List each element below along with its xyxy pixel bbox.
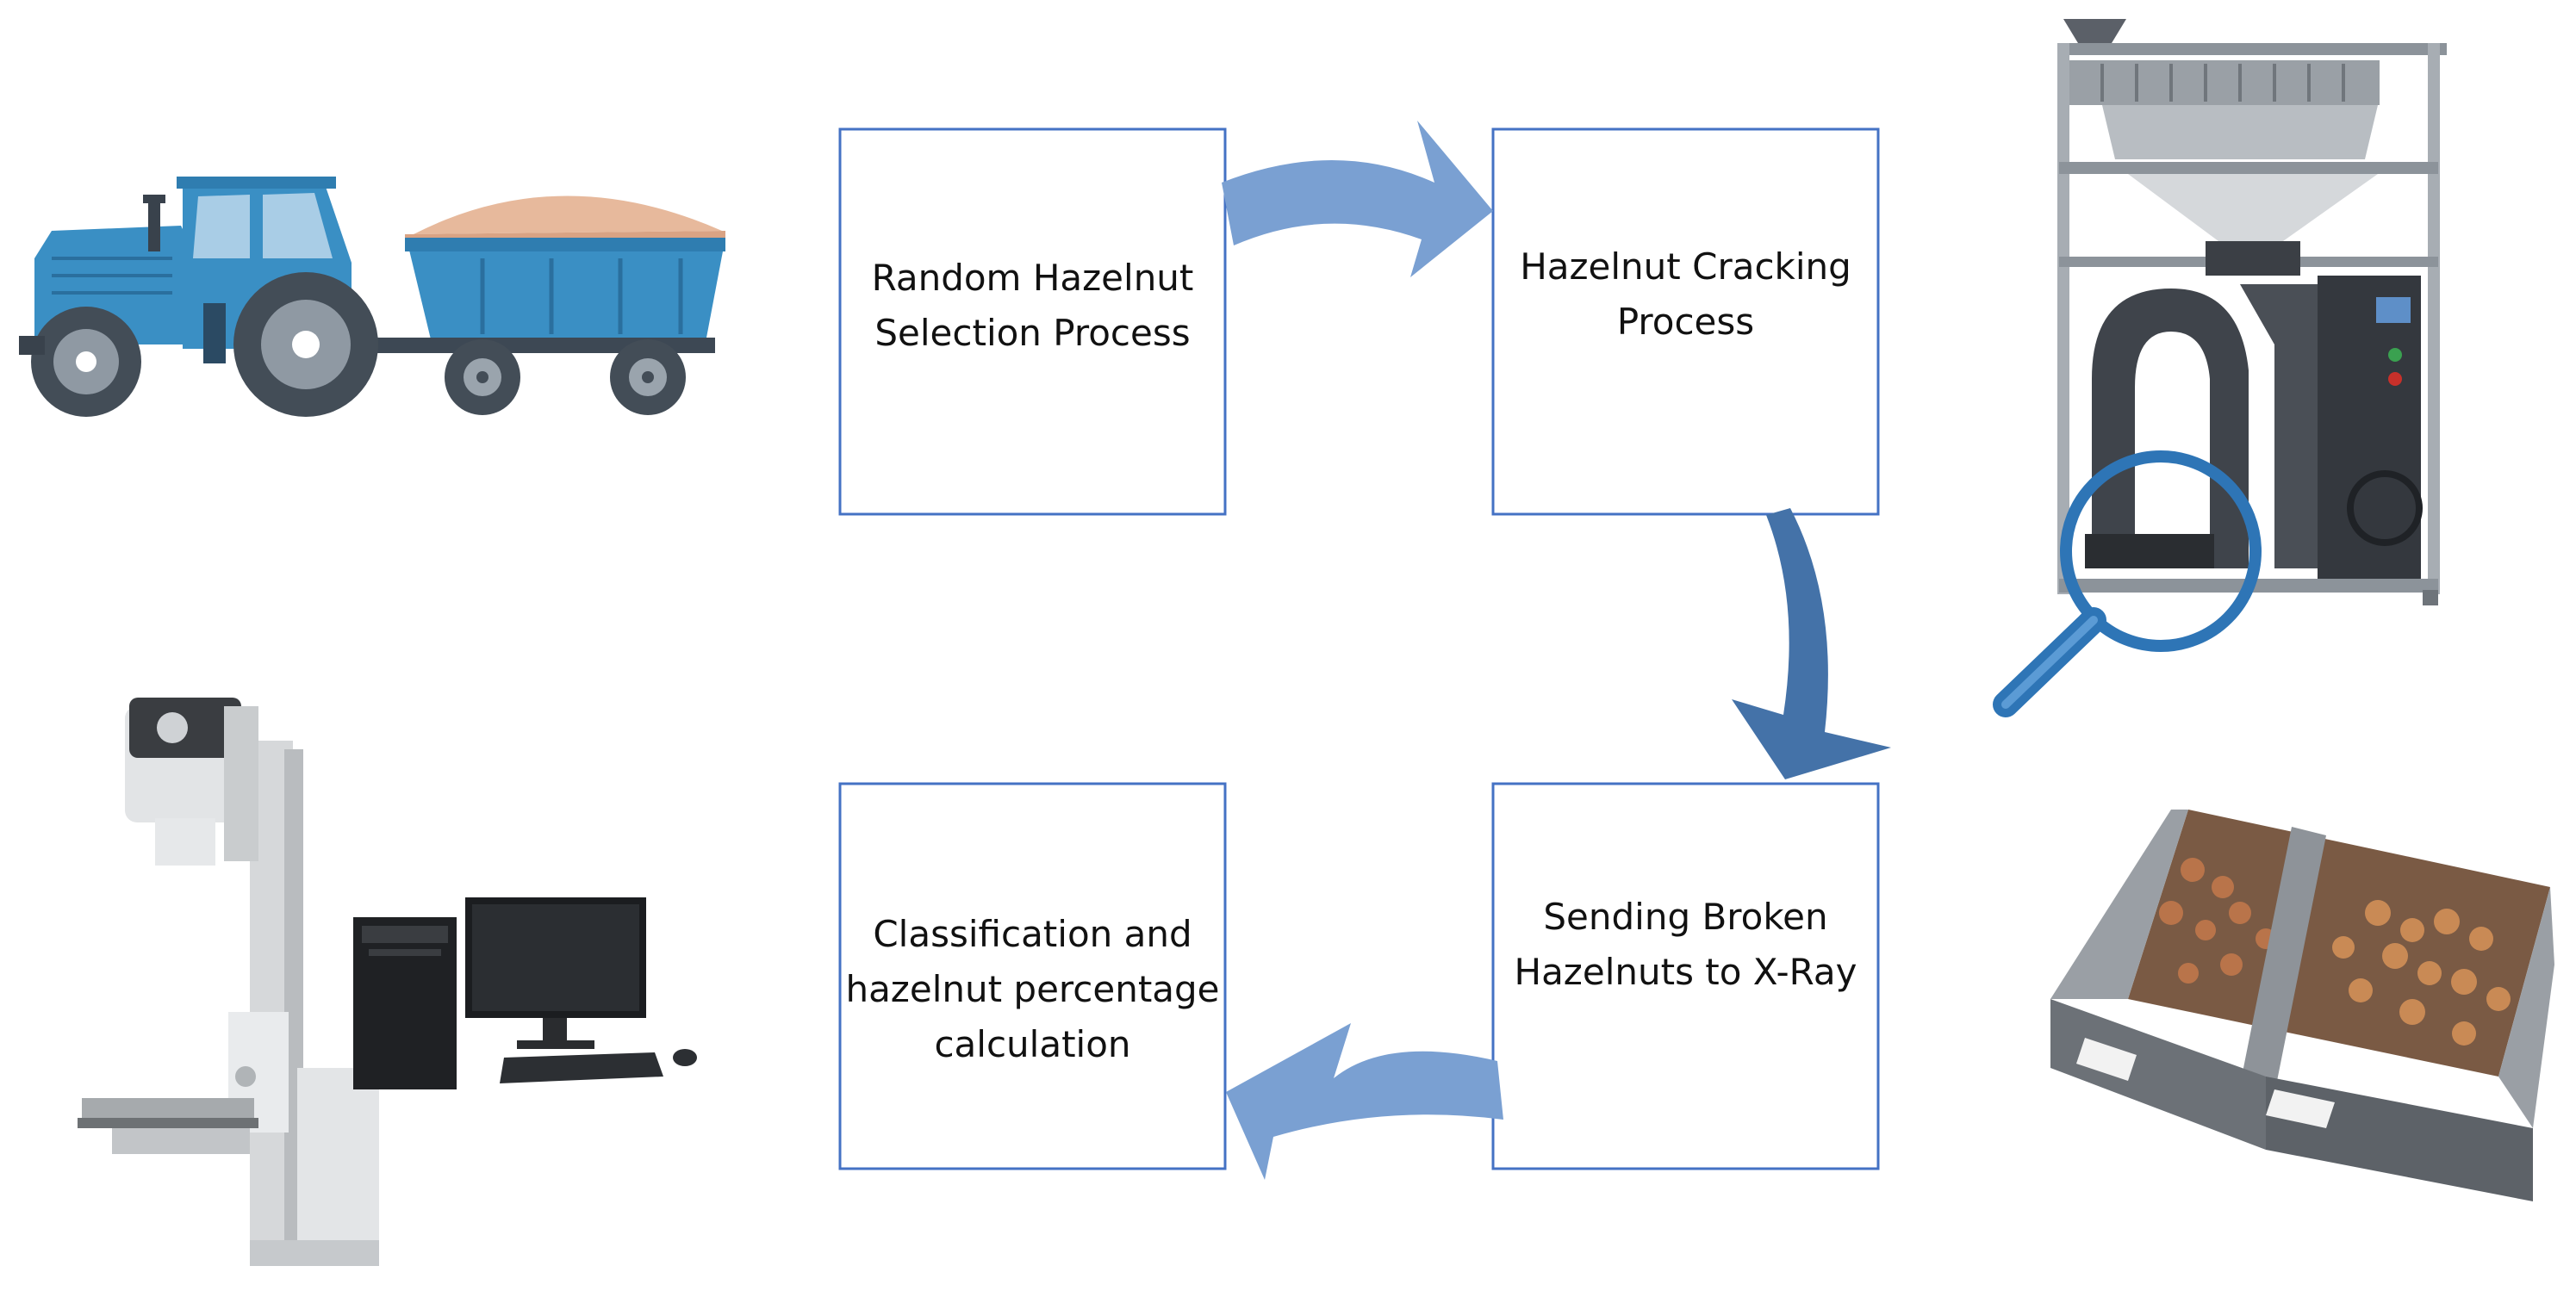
hazelnut-cracking-machine xyxy=(2057,19,2447,605)
step-box-cracking xyxy=(1491,127,1880,516)
arrow-cracking-to-xray xyxy=(1732,508,1891,779)
hazelnut-sorting-tray xyxy=(2050,810,2554,1201)
arrow-xray-to-classification xyxy=(1226,1023,1503,1180)
step-label-xray: Sending Broken Hazelnuts to X-Ray xyxy=(1514,896,1857,993)
step-box-classification xyxy=(838,782,1227,1170)
tractor-with-trailer xyxy=(19,177,725,417)
step-box-selection xyxy=(838,127,1227,516)
step-label-cracking: Hazelnut Cracking Process xyxy=(1520,245,1851,343)
step-label-classification: Classification and hazelnut percentage c… xyxy=(845,913,1220,1065)
arrow-selection-to-cracking xyxy=(1222,121,1493,277)
step-label-selection: Random Hazelnut Selection Process xyxy=(871,257,1194,354)
magnifier-icon xyxy=(1993,450,2262,717)
x-ray-system-with-computer xyxy=(78,698,697,1266)
step-box-xray xyxy=(1491,782,1880,1170)
